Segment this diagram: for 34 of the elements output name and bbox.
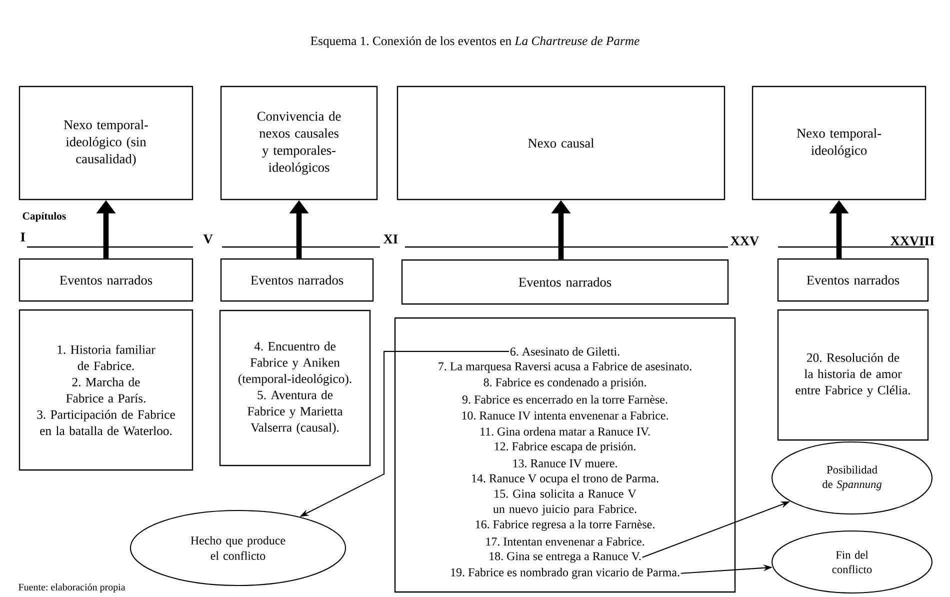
chapter-numeral: I [20, 232, 25, 242]
event-line: 16. Fabrice regresa a la torre Farnèse. [476, 520, 654, 531]
event-line: 14. Ranuce V ocupa el trono de Parma. [472, 474, 658, 485]
event-line: 19. Fabrice es nombrado gran vicario de Parma. [451, 568, 680, 579]
event-box: 1. Historia familiar de Fabrice. 2. Marcha de Fabrice a París. 3. Participación de Fabrice en la batalla de Waterloo. [18, 309, 194, 471]
header-box: Eventos narrados [220, 258, 374, 302]
event-line: 6. Asesinato de Giletti. [510, 347, 620, 356]
event-box: 4. Encuentro de Fabrice y Aniken (temporal-ideológico). 5. Aventura de Fabrice y Marietta Valserra (causal). [219, 310, 371, 466]
axis-label: Capítulos [22, 212, 66, 222]
chapter-numeral: XXV [730, 236, 759, 246]
event-line: 13. Ranuce IV muere. [513, 459, 617, 468]
event-line: 9. Fabrice es encerrado en la torre Farnèse. [462, 395, 668, 404]
category-box: Nexo temporal-ideológico [752, 86, 926, 200]
header-box: Eventos narrados [401, 259, 729, 305]
event-line: 8. Fabrice es condenado a prisión. [484, 378, 646, 389]
event-line: 18. Gina se entrega a Ranuce V. [490, 552, 641, 563]
event-line: 11. Gina ordena matar a Ranuce IV. [480, 427, 650, 436]
title: Esquema 1. Conexión de los eventos en La Chartreuse de Parme [310, 36, 640, 48]
chapter-numeral: XXVIII [890, 236, 934, 246]
category-box: Convivencia de nexos causales y temporales-ideológicos [220, 86, 378, 200]
event-line: 10. Ranuce IV intenta envenenar a Fabrice. [462, 411, 668, 420]
header-box: Eventos narrados [18, 258, 194, 302]
event-box: 20. Resolución de la historia de amor entre Fabrice y Clélia. [777, 309, 929, 441]
event-line: 17. Intentan envenenar a Fabrice. [486, 537, 644, 546]
chapter-numeral: V [203, 234, 213, 244]
event-line: 12. Fabrice escapa de prisión. [494, 442, 636, 453]
category-box: Nexo temporal-ideológico (sin causalidad) [18, 86, 194, 200]
event-line: 15. Gina solicita a Ranuce V un nuevo juicio para Fabrice. [493, 489, 636, 516]
event-line: 7. La marquesa Raversi acusa a Fabrice de asesinato. [438, 362, 692, 373]
category-box: Nexo causal [396, 86, 726, 200]
source-note: Fuente: elaboración propia [18, 583, 126, 593]
event-list-box [394, 317, 736, 593]
header-box: Eventos narrados [777, 258, 929, 302]
chapter-numeral: XI [384, 234, 398, 244]
